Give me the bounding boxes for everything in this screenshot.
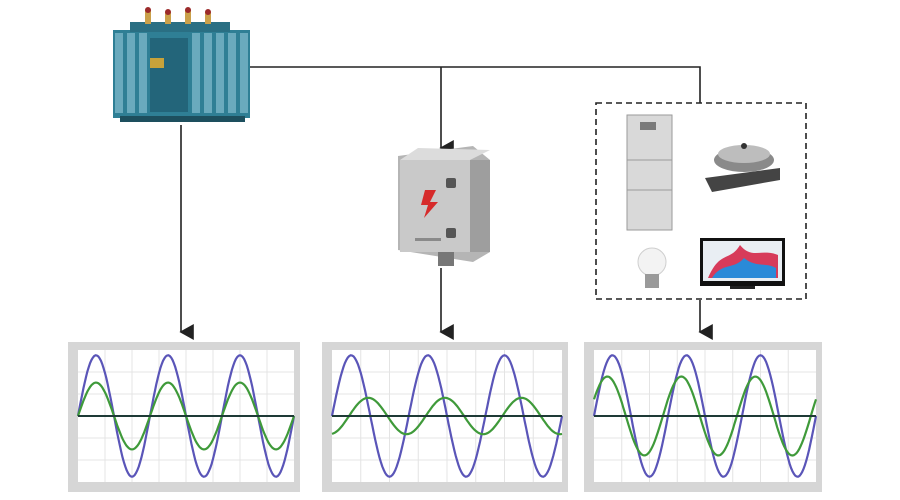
refrigerator-icon [627,115,672,230]
waveform-panel-3 [584,342,822,492]
light-bulb-icon [638,248,666,288]
waveform-panel-2 [322,342,568,492]
waveform-panel-1 [68,342,300,492]
induction-cooker-icon [705,143,780,192]
television-icon [700,238,785,289]
